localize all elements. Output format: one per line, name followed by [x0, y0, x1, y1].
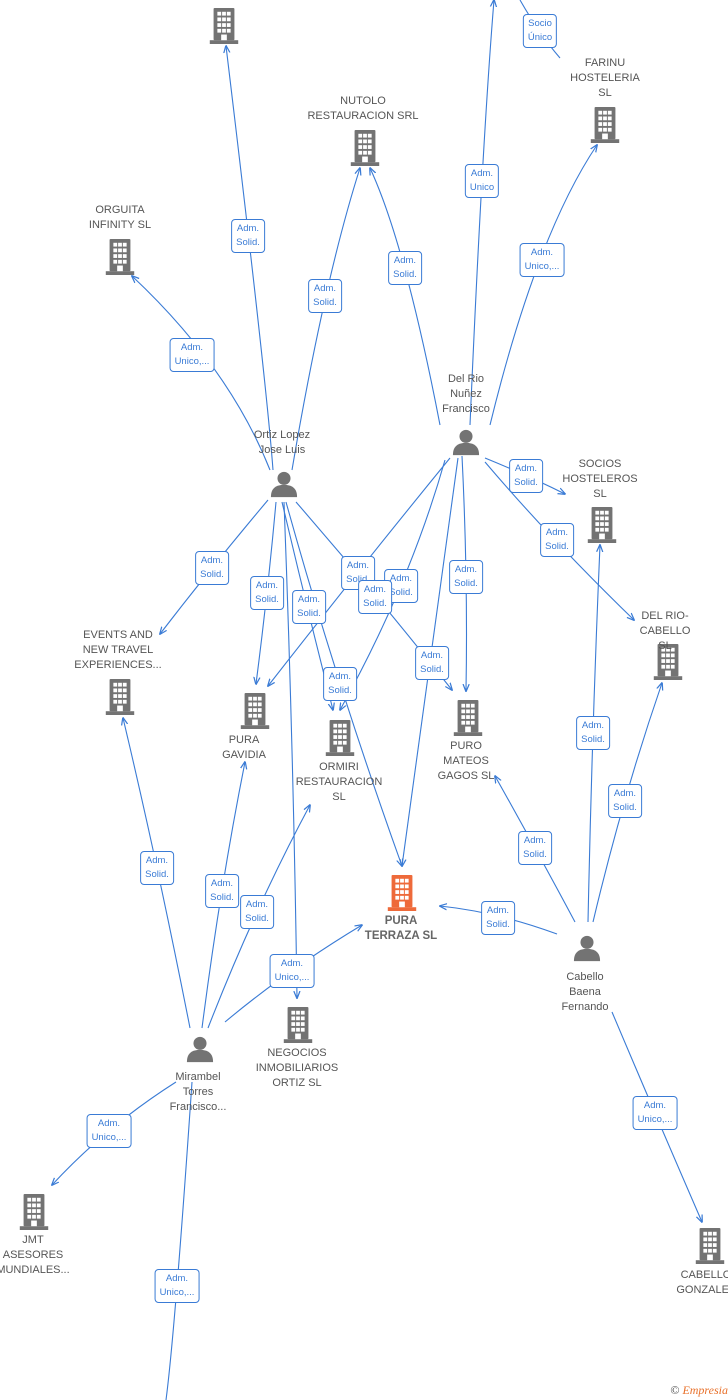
- company-building-icon[interactable]: [590, 107, 620, 143]
- company-name-socios[interactable]: SOCIOS HOSTELEROS SL: [562, 458, 638, 500]
- company-building-icon[interactable]: [105, 679, 135, 715]
- edge-delrio-to-top_company: [469, 0, 494, 426]
- edge-ortiz-to-orguita: [132, 276, 271, 471]
- person-icon[interactable]: [573, 935, 601, 962]
- person-name-mirambel[interactable]: Mirambel Torres Francisco...: [169, 1071, 227, 1113]
- company-building-icon[interactable]: [387, 875, 417, 911]
- edge-ortiz-to-nutolo: [291, 168, 360, 471]
- role-badge[interactable]: Adm. Unico,...: [632, 1096, 678, 1130]
- company-name-cabellog[interactable]: CABELLO GONZALEZ: [676, 1269, 728, 1296]
- brand-logo-text: Empresia: [682, 1383, 728, 1397]
- person-name-ortiz[interactable]: Ortiz Lopez Jose Luis: [253, 429, 311, 456]
- role-badge[interactable]: Adm. Solid.: [358, 580, 392, 614]
- role-badge[interactable]: Adm. Solid.: [205, 874, 239, 908]
- role-badge[interactable]: Adm. Unico,...: [154, 1269, 200, 1303]
- company-name-puraterraza[interactable]: PURA TERRAZA SL: [364, 915, 438, 942]
- company-building-icon[interactable]: [209, 8, 239, 44]
- company-building-icon[interactable]: [453, 700, 483, 736]
- copyright-icon: ©: [670, 1383, 680, 1397]
- person-icon[interactable]: [270, 471, 298, 498]
- role-badge[interactable]: Adm. Solid.: [449, 560, 483, 594]
- role-badge[interactable]: Adm. Solid.: [518, 831, 552, 865]
- company-building-icon[interactable]: [283, 1007, 313, 1043]
- company-name-delriocab[interactable]: DEL RIO- CABELLO SL: [639, 610, 691, 652]
- edge-ortiz-to-top_company: [226, 46, 274, 471]
- person-icon[interactable]: [186, 1036, 214, 1063]
- role-badge[interactable]: Adm. Solid.: [240, 895, 274, 929]
- role-badge[interactable]: Adm. Solid.: [323, 667, 357, 701]
- edge-ortiz-to-negocios: [283, 501, 297, 998]
- role-badge[interactable]: Adm. Solid.: [576, 716, 610, 750]
- role-badge[interactable]: Adm. Unico,...: [519, 243, 565, 277]
- company-name-ormiri[interactable]: ORMIRI RESTAURACION SL: [295, 761, 383, 803]
- company-name-puromat[interactable]: PURO MATEOS GAGOS SL: [437, 740, 495, 782]
- role-badge[interactable]: Adm. Solid.: [140, 851, 174, 885]
- company-name-negocios[interactable]: NEGOCIOS INMOBILIARIOS ORTIZ SL: [255, 1047, 339, 1089]
- role-badge[interactable]: Socio Único: [522, 14, 558, 48]
- edge-delrio-to-nutolo: [370, 168, 441, 426]
- role-badge[interactable]: Adm. Solid.: [509, 459, 543, 493]
- company-building-icon[interactable]: [19, 1194, 49, 1230]
- company-building-icon[interactable]: [350, 130, 380, 166]
- company-building-icon[interactable]: [695, 1228, 725, 1264]
- company-building-icon[interactable]: [105, 239, 135, 275]
- company-name-jmt[interactable]: JMT ASESORES MUNDIALES...: [0, 1234, 70, 1276]
- company-name-nutolo[interactable]: NUTOLO RESTAURACION SRL: [307, 95, 419, 122]
- edge-delrio-to-farinu: [489, 145, 597, 426]
- company-name-farinu[interactable]: FARINU HOSTELERIA SL: [570, 57, 640, 99]
- person-name-cabellob[interactable]: Cabello Baena Fernando: [561, 971, 609, 1013]
- role-badge[interactable]: Adm. Solid.: [292, 590, 326, 624]
- role-badge[interactable]: Adm. Solid.: [250, 576, 284, 610]
- role-badge[interactable]: Adm. Solid.: [540, 523, 574, 557]
- footer-brand: © Empresia: [670, 1383, 728, 1398]
- person-name-delrio[interactable]: Del Rio Nuñez Francisco: [442, 373, 490, 415]
- role-badge[interactable]: Adm. Solid.: [415, 646, 449, 680]
- role-badge[interactable]: Adm. Unico: [464, 164, 500, 198]
- company-name-orguita[interactable]: ORGUITA INFINITY SL: [88, 204, 152, 231]
- edge-mirambel-to-bottom_offscreen: [165, 1081, 193, 1400]
- company-building-icon[interactable]: [587, 507, 617, 543]
- role-badge[interactable]: Adm. Unico,...: [269, 954, 315, 988]
- person-icon[interactable]: [452, 429, 480, 456]
- company-building-icon[interactable]: [240, 693, 270, 729]
- role-badge[interactable]: Adm. Solid.: [388, 251, 422, 285]
- role-badge[interactable]: Adm. Solid.: [195, 551, 229, 585]
- role-badge[interactable]: Adm. Unico,...: [86, 1114, 132, 1148]
- role-badge[interactable]: Adm. Solid.: [481, 901, 515, 935]
- company-building-icon[interactable]: [325, 720, 355, 756]
- role-badge[interactable]: Adm. Solid.: [608, 784, 642, 818]
- role-badge[interactable]: Adm. Solid.: [308, 279, 342, 313]
- role-badge[interactable]: Adm. Solid.: [231, 219, 265, 253]
- company-name-events[interactable]: EVENTS AND NEW TRAVEL EXPERIENCES...: [74, 629, 162, 671]
- role-badge[interactable]: Adm. Unico,...: [169, 338, 215, 372]
- company-name-puragav[interactable]: PURA GAVIDIA: [222, 734, 266, 761]
